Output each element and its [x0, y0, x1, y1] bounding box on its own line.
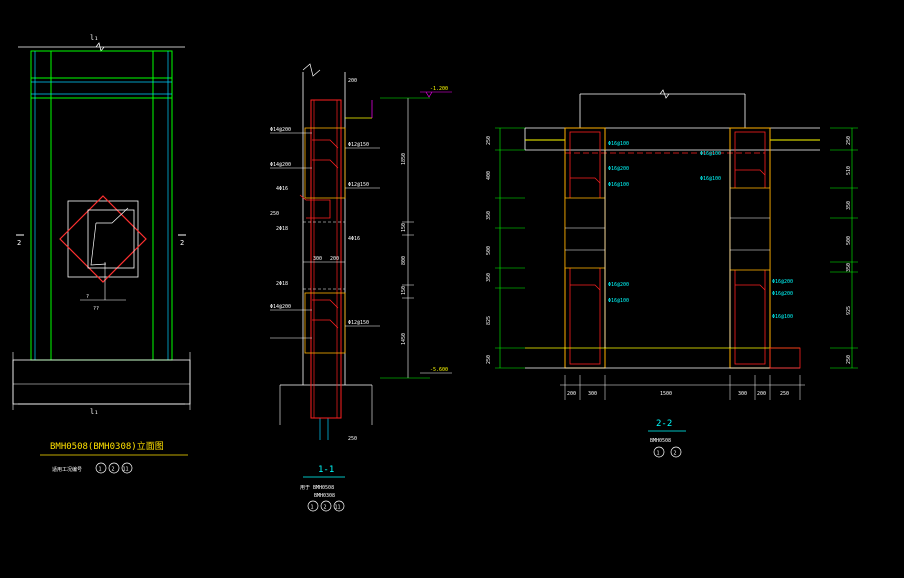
s22-bottom-dim-3: 1500	[660, 391, 672, 397]
s22-right-dim-2: 510	[846, 166, 852, 175]
s22-right-dim-1: 250	[846, 136, 852, 145]
s11-circle-1: 1	[307, 500, 319, 512]
s22-rebar-left-4: Φ16@200	[608, 282, 629, 288]
svg-text:1: 1	[657, 451, 660, 457]
s22-bottom-dim-6: 250	[780, 391, 789, 397]
s22-bottom-dim-2: 300	[588, 391, 597, 397]
s22-rebar-right-2: Φ16@100	[700, 176, 721, 182]
section-2-2-view: 250 400 350 500 350 825 250 250 510 350 …	[486, 89, 858, 458]
s11-line2: BMH0308	[314, 493, 335, 499]
elevation-circle-2: 2	[108, 462, 120, 474]
s22-left-dim-5: 350	[486, 273, 492, 282]
s22-circle-2: 2	[670, 446, 682, 458]
s22-bottom-dim-1: 200	[567, 391, 576, 397]
elevation-subtitle-label: 适用工况编号	[52, 466, 82, 473]
s22-rebar-right-1: Φ16@100	[700, 151, 721, 157]
s11-note-5: 200	[348, 78, 357, 84]
section-mark-left: 2	[17, 239, 21, 247]
s11-title: 1-1	[318, 465, 334, 475]
s22-right-dim-6: 925	[846, 306, 852, 315]
s11-hdim-1: 300	[313, 256, 322, 262]
s11-note-4: 4Φ16	[348, 236, 360, 242]
s11-hdim-2: 200	[330, 256, 339, 262]
elevation-dim-bottom: l₁	[90, 408, 98, 416]
s22-right-dim-3: 350	[846, 201, 852, 210]
s11-circle-2: 2	[320, 500, 332, 512]
s11-rebar-label-1: Φ14@200	[270, 127, 291, 133]
s11-note-6: 250	[348, 436, 357, 442]
s22-title: 2-2	[656, 419, 672, 429]
elevation-circle-1: 1	[95, 462, 107, 474]
svg-text:11: 11	[123, 467, 129, 473]
s22-right-dim-4: 500	[846, 236, 852, 245]
s22-rebar-left-3: Φ16@100	[608, 182, 629, 188]
s11-level-top: -1.200	[430, 86, 448, 92]
s22-left-dim-3: 350	[486, 211, 492, 220]
s11-vdim-3: 800	[401, 256, 407, 265]
s11-note-7: 250	[270, 211, 279, 217]
svg-text:2: 2	[324, 505, 327, 511]
s11-vdim-1: 1850	[401, 153, 407, 165]
s22-left-dim-1: 250	[486, 136, 492, 145]
s22-left-dim-4: 500	[486, 246, 492, 255]
s11-note-3: 2Φ18	[276, 281, 288, 287]
svg-text:1: 1	[99, 467, 102, 473]
s11-note-2: 2Φ18	[276, 226, 288, 232]
s11-vdim-4: 150	[401, 286, 407, 295]
s11-rebar-label-6: Φ12@150	[348, 320, 369, 326]
s11-rebar-label-5: Φ14@200	[270, 304, 291, 310]
svg-text:11: 11	[335, 505, 341, 511]
s22-rebar-right-4: Φ16@200	[772, 291, 793, 297]
s22-left-dim-2: 400	[486, 171, 492, 180]
s22-right-dim-5: 350	[846, 263, 852, 272]
s22-bottom-dim-5: 200	[757, 391, 766, 397]
svg-text:2: 2	[674, 451, 677, 457]
s22-rebar-left-1: Φ16@100	[608, 141, 629, 147]
s11-vdim-5: 1450	[401, 333, 407, 345]
svg-text:1: 1	[311, 505, 314, 511]
s11-rebar-label-4: Φ12@150	[348, 182, 369, 188]
s11-line1: 用于 BMH0508	[300, 485, 334, 491]
s11-circle-3: 11	[333, 500, 345, 512]
s11-rebar-label-3: Φ14@200	[270, 162, 291, 168]
elevation-view: l₁ l₁ 2 2 ? ?? BMH0508(BMH0308)	[12, 34, 191, 474]
s11-note-1: 4Φ16	[276, 186, 288, 192]
s22-circle-1: 1	[653, 446, 665, 458]
s22-rebar-left-5: Φ16@100	[608, 298, 629, 304]
svg-text:2: 2	[112, 467, 115, 473]
s22-bottom-dim-4: 300	[738, 391, 747, 397]
section-mark-right: 2	[180, 239, 184, 247]
s22-line1: BMH0508	[650, 438, 671, 444]
section-1-1-view: Φ14@200 Φ12@150 Φ14@200 Φ12@150 Φ14@200 …	[270, 63, 452, 512]
opening-note-2: ??	[93, 306, 99, 312]
s22-left-dim-7: 250	[486, 355, 492, 364]
s22-rebar-right-5: Φ16@100	[772, 314, 793, 320]
s11-vdim-2: 150	[401, 223, 407, 232]
s11-rebar-label-2: Φ12@150	[348, 142, 369, 148]
elevation-circle-3: 11	[121, 462, 133, 474]
s22-rebar-right-3: Φ16@200	[772, 279, 793, 285]
s11-level-bottom: -5.600	[430, 367, 448, 373]
s22-rebar-left-2: Φ16@200	[608, 166, 629, 172]
s22-left-dim-6: 825	[486, 316, 492, 325]
s22-right-dim-7: 250	[846, 355, 852, 364]
opening-note: ?	[86, 294, 89, 300]
elevation-dim-top: l₁	[90, 34, 98, 42]
elevation-title: BMH0508(BMH0308)立面图	[50, 440, 164, 452]
